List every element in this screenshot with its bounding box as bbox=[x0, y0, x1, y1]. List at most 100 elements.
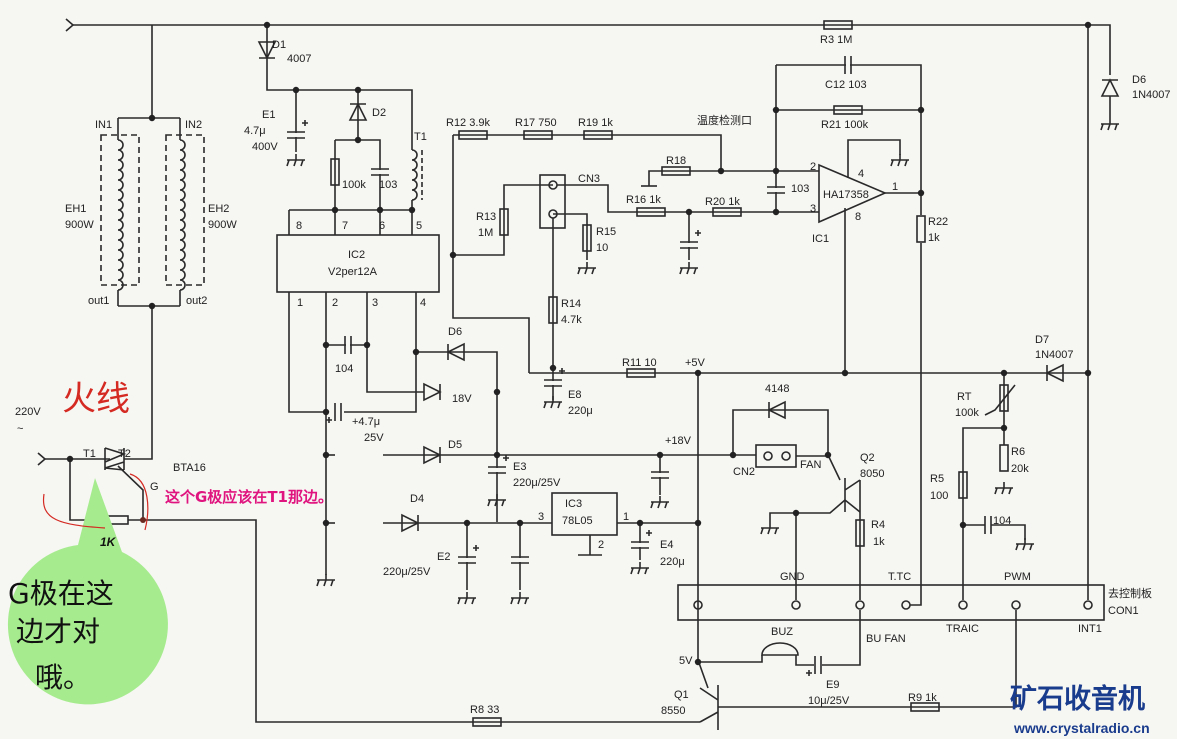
label-r5: R5 bbox=[930, 473, 944, 485]
junction-dot bbox=[376, 206, 384, 214]
ground-symbol bbox=[650, 496, 669, 509]
junction-dot bbox=[322, 451, 330, 459]
ground-symbol bbox=[679, 262, 698, 275]
label-d7-value: 1N4007 bbox=[1035, 349, 1074, 361]
label-r11: R11 10 bbox=[622, 357, 657, 369]
resistor bbox=[523, 130, 553, 140]
junction-dot bbox=[694, 519, 702, 527]
ic-box bbox=[539, 174, 566, 229]
junction-dot bbox=[1084, 369, 1092, 377]
wire bbox=[366, 292, 424, 393]
gate-dot bbox=[140, 517, 146, 523]
capacitor bbox=[767, 186, 785, 194]
junction-dot bbox=[917, 106, 925, 114]
label-q1: Q1 bbox=[674, 689, 689, 701]
label-e9-value: 10μ/25V bbox=[808, 695, 850, 707]
diode bbox=[1045, 363, 1064, 383]
label-e1: E1 bbox=[262, 109, 275, 121]
wire bbox=[117, 465, 144, 520]
polarity-plus bbox=[559, 368, 565, 374]
diode bbox=[767, 400, 786, 420]
label-r13-value: 1M bbox=[478, 227, 493, 239]
label-eh1-power: 900W bbox=[65, 219, 94, 231]
wire bbox=[344, 292, 417, 413]
label-d-4148: 4148 bbox=[765, 383, 789, 395]
label-d6-right-value: 1N4007 bbox=[1132, 89, 1171, 101]
label-r15: R15 bbox=[596, 226, 616, 238]
capacitor-gap bbox=[457, 558, 477, 562]
resistor bbox=[626, 368, 656, 378]
wire bbox=[124, 306, 153, 460]
label-cn3: CN3 bbox=[578, 173, 600, 185]
red-gate-mark bbox=[42, 473, 149, 531]
label-c104b: 104 bbox=[993, 515, 1011, 527]
wire bbox=[991, 524, 1026, 540]
junction-dot bbox=[263, 21, 271, 29]
resistor bbox=[855, 519, 865, 547]
label-d6-right: D6 bbox=[1132, 74, 1146, 86]
resistor bbox=[330, 158, 340, 186]
wire bbox=[962, 427, 1004, 600]
inductor-coil bbox=[179, 139, 186, 291]
capacitor bbox=[844, 56, 852, 74]
resistor bbox=[583, 130, 613, 140]
ground-symbol bbox=[577, 262, 596, 275]
resistor bbox=[712, 207, 742, 217]
connector-pin bbox=[1083, 600, 1093, 610]
label-fan: FAN bbox=[800, 459, 821, 471]
resistor bbox=[823, 20, 853, 30]
label-e9: E9 bbox=[826, 679, 839, 691]
pin-label: 3 bbox=[538, 511, 544, 523]
inductor-coil bbox=[411, 149, 418, 201]
wire bbox=[776, 64, 922, 215]
junction-dot bbox=[331, 206, 339, 214]
connector-pin bbox=[781, 451, 791, 461]
label-ic3-part: 78L05 bbox=[562, 515, 593, 527]
label-r14: R14 bbox=[561, 298, 581, 310]
junction-dot bbox=[694, 658, 702, 666]
resistor bbox=[472, 717, 502, 727]
polarity-plus bbox=[302, 120, 308, 126]
label-d7: D7 bbox=[1035, 334, 1049, 346]
label-in1: IN1 bbox=[95, 119, 112, 131]
pin-label: 2 bbox=[332, 297, 338, 309]
junction-dot bbox=[841, 369, 849, 377]
wire bbox=[769, 499, 846, 522]
label-ic1: IC1 bbox=[812, 233, 829, 245]
input-arrow bbox=[37, 452, 47, 466]
ground-symbol bbox=[510, 592, 529, 605]
wire bbox=[697, 373, 709, 689]
capacitor-gap bbox=[846, 56, 850, 74]
ground-symbol bbox=[760, 522, 779, 535]
wire bbox=[822, 610, 861, 666]
components bbox=[37, 18, 1120, 730]
polarity-plus bbox=[806, 670, 812, 676]
label-r3: R3 1M bbox=[820, 34, 852, 46]
junction-dot bbox=[493, 451, 501, 459]
junction-dot bbox=[493, 388, 501, 396]
wire bbox=[416, 351, 498, 522]
capacitor bbox=[984, 516, 992, 534]
label-c-103: 103 bbox=[379, 179, 397, 191]
label-plus-5v: +5V bbox=[685, 357, 706, 369]
ground-symbol bbox=[1015, 538, 1034, 551]
label-q1-part: 8550 bbox=[661, 705, 685, 717]
junction-dot bbox=[824, 451, 832, 459]
diode bbox=[1100, 78, 1120, 97]
wire bbox=[335, 139, 381, 210]
label-e8: E8 bbox=[568, 389, 581, 401]
ground-symbol bbox=[994, 482, 1013, 495]
label-d5: D5 bbox=[448, 439, 462, 451]
wire bbox=[453, 184, 553, 256]
labels: D1 4007 E1 4.7μ 400V D2 100k 103 T1 IC2 … bbox=[8, 34, 1171, 736]
diode bbox=[401, 513, 420, 533]
pin-label: 1 bbox=[892, 181, 898, 193]
junction-dot bbox=[449, 251, 457, 259]
capacitor bbox=[631, 541, 649, 549]
pin-label: 8 bbox=[855, 211, 861, 223]
label-d1: D1 bbox=[272, 39, 286, 51]
ground-symbol bbox=[487, 494, 506, 507]
label-zener-18v: 18V bbox=[452, 393, 472, 405]
label-triac-t2: T2 bbox=[118, 448, 131, 460]
connector-pin bbox=[855, 600, 865, 610]
